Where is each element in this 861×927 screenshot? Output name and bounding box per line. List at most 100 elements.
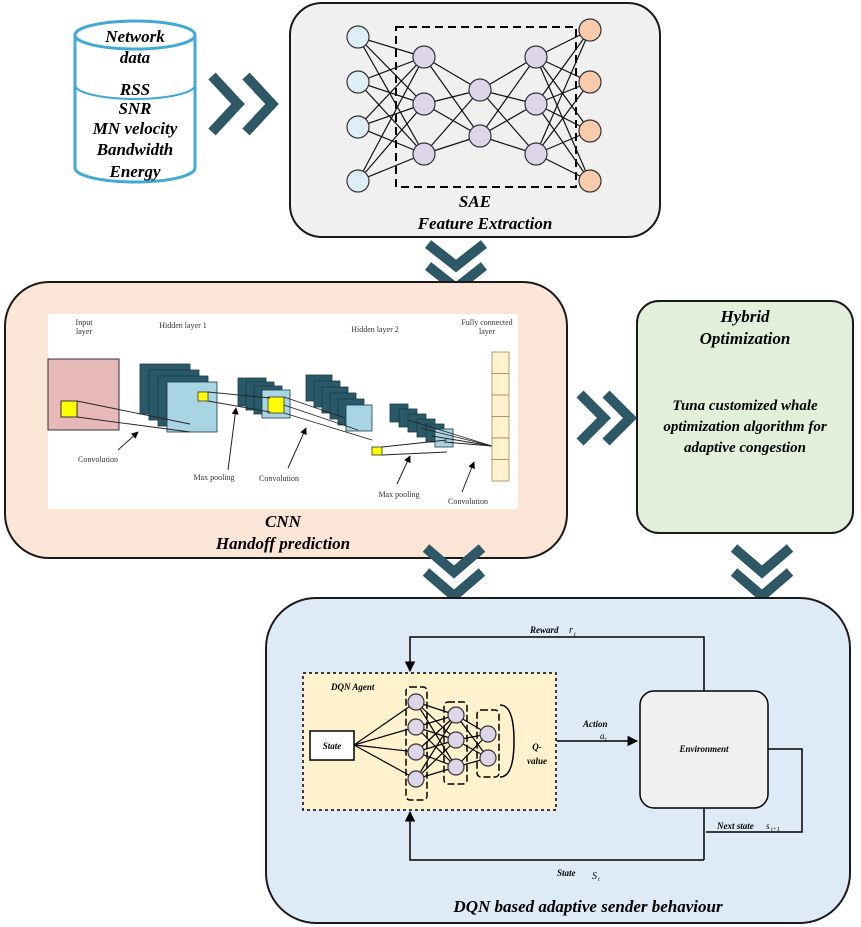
- dqn-hidden-node: [407, 718, 425, 736]
- dqn-next-state-subscript: t+1: [771, 827, 780, 833]
- cnn-kernel: [371, 446, 383, 456]
- dqn-edge: [415, 714, 457, 780]
- cnn-input-image: [47, 358, 120, 431]
- sae-edge: [535, 56, 591, 182]
- dqn-reward-label: Reward: [529, 625, 559, 635]
- dqn-edge: [415, 701, 457, 768]
- dqn-edge: [353, 744, 417, 780]
- cnn-connection: [443, 441, 493, 447]
- sae-edge: [535, 81, 591, 155]
- sae-hidden-node: [412, 142, 436, 166]
- hybrid-title-2: Optimization: [700, 329, 791, 348]
- network-data-item-bandwidth: Bandwidth: [96, 140, 174, 159]
- cnn-label-convolution-2: Convolution: [259, 474, 299, 483]
- dqn-nodes: [407, 693, 497, 788]
- cnn-connection: [76, 400, 191, 425]
- cnn-subtitle: Handoff prediction: [215, 534, 350, 553]
- dqn-agent-label: DQN Agent: [330, 682, 375, 692]
- cnn-label-fc-1: Fully connected: [461, 318, 512, 327]
- chevron-down-icon: [422, 544, 486, 603]
- dqn-flow-arrows: [404, 636, 803, 861]
- dqn-hidden-node: [447, 758, 465, 776]
- sae-hidden-node: [412, 92, 436, 116]
- dqn-next-state-label: Next state: [716, 821, 754, 831]
- network-data-item-energy: Energy: [109, 162, 161, 181]
- cnn-title: CNN: [265, 512, 302, 531]
- sae-edge: [535, 56, 591, 132]
- sae-edge: [479, 89, 537, 155]
- cnn-connection: [207, 400, 271, 413]
- sae-output-node: [578, 70, 602, 94]
- cnn-label-fc-2: layer: [479, 327, 495, 336]
- hybrid-title-1: Hybrid: [719, 307, 770, 326]
- dqn-next-state-symbol: s: [766, 821, 770, 831]
- cnn-fc-unit: [491, 416, 510, 439]
- cnn-label-maxpool-2: Max pooling: [378, 490, 419, 499]
- network-data-title-2: data: [120, 48, 151, 67]
- cnn-conv-map: [345, 404, 373, 432]
- chevron-down-icon: [730, 544, 794, 603]
- sae-edge: [479, 56, 537, 137]
- sae-input-node: [346, 115, 370, 139]
- dqn-action-symbol: a: [600, 731, 605, 741]
- network-data-cylinder: [73, 19, 197, 184]
- dqn-environment-label: Environment: [678, 744, 729, 754]
- cnn-fc-unit: [491, 437, 510, 460]
- cnn-connections: [76, 391, 493, 456]
- dqn-state-label: State: [323, 741, 342, 751]
- sae-title: SAE: [459, 192, 491, 211]
- dqn-q-label-2: value: [527, 756, 547, 766]
- sae-nodes: [346, 18, 602, 193]
- sae-edge: [357, 36, 425, 155]
- sae-output-node: [578, 18, 602, 42]
- dqn-state-flow-label: State: [557, 868, 576, 878]
- network-data-item-rss: RSS: [119, 80, 150, 99]
- dqn-q-label-1: Q-: [532, 742, 542, 752]
- cnn-connection: [207, 391, 271, 399]
- network-data-title-1: Network: [104, 27, 165, 46]
- sae-hidden-node: [524, 92, 548, 116]
- sae-output-node: [578, 119, 602, 143]
- sae-hidden-node: [412, 45, 436, 69]
- sae-input-node: [346, 25, 370, 49]
- sae-edge: [357, 103, 425, 128]
- cnn-connection: [76, 416, 191, 433]
- dqn-hidden-node: [447, 706, 465, 724]
- sae-edge: [357, 126, 425, 155]
- cnn-kernel: [267, 396, 285, 414]
- sae-subtitle: Feature Extraction: [417, 214, 553, 233]
- cnn-label-convolution-3: Convolution: [448, 497, 488, 506]
- sae-edge: [357, 153, 425, 182]
- dqn-reward-subscript: t: [574, 632, 576, 638]
- dqn-hidden-node: [407, 770, 425, 788]
- cnn-fc-unit: [491, 351, 510, 374]
- cnn-connection: [419, 427, 493, 447]
- dqn-q-brace: [499, 704, 515, 778]
- sae-hidden-node: [524, 142, 548, 166]
- hybrid-desc-2: optimization algorithm for: [663, 419, 827, 435]
- dqn-action-subscript: t: [605, 737, 607, 743]
- sae-hidden-node: [524, 45, 548, 69]
- chevron-right-icon: [208, 72, 279, 136]
- dqn-edge: [415, 714, 457, 753]
- sae-edge: [423, 89, 481, 155]
- sae-hidden-node: [468, 124, 492, 148]
- cnn-input-kernel: [60, 400, 78, 418]
- hybrid-desc-3: adaptive congestion: [684, 440, 806, 456]
- dqn-reward-symbol: r: [569, 625, 573, 636]
- sae-bottleneck-frame: [395, 26, 577, 188]
- sae-input-node: [346, 169, 370, 193]
- sae-edge: [357, 103, 425, 182]
- cnn-label-hidden1: Hidden layer 1: [159, 321, 207, 330]
- cnn-connection: [407, 419, 493, 447]
- dqn-output-node: [479, 749, 497, 767]
- cnn-connection: [431, 435, 493, 447]
- chevron-right-icon: [576, 390, 638, 446]
- cnn-connection: [381, 451, 448, 456]
- cnn-feature-map: [166, 381, 218, 433]
- network-data-item-snr: SNR: [118, 99, 151, 118]
- dqn-hidden-node: [407, 693, 425, 711]
- sae-edge: [535, 29, 591, 105]
- cnn-feature-maps: [139, 363, 454, 456]
- cnn-connection: [283, 404, 359, 431]
